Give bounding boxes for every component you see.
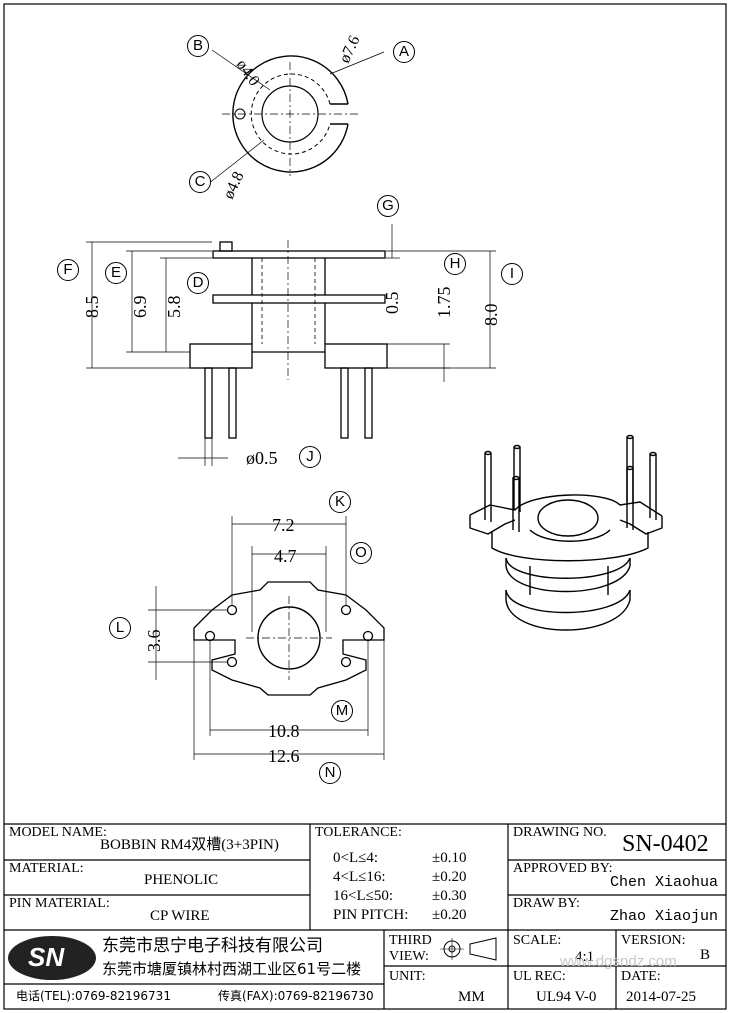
callout-l: L — [109, 617, 131, 639]
dim-base-width-inner: 10.8 — [268, 721, 300, 741]
drawing-no: SN-0402 — [622, 831, 709, 857]
version-value: B — [700, 947, 711, 963]
draw-by: Zhao Xiaojun — [610, 908, 719, 925]
approved-by-label: APPROVED BY: — [513, 861, 613, 876]
company-tel: 电话(TEL):0769-82196731 — [16, 989, 171, 1003]
dim-top-slot-dia: ø4.8 — [220, 169, 247, 202]
callout-n: N — [319, 762, 341, 784]
version-label: VERSION: — [621, 933, 686, 948]
side-view — [189, 240, 388, 439]
ul-rec-value: UL94 V-0 — [536, 989, 597, 1005]
model-name-label: MODEL NAME: — [9, 825, 107, 840]
date-value: 2014-07-25 — [626, 989, 696, 1005]
ul-rec-label: UL REC: — [513, 969, 566, 984]
dim-mid-flange-height: 5.8 — [164, 296, 184, 319]
callout-m: M — [331, 700, 353, 722]
unit-label: UNIT: — [389, 969, 426, 984]
tolerance-value-1: ±0.10 — [432, 850, 467, 866]
third-view-label-2: VIEW: — [389, 949, 429, 964]
dim-flange-thickness: 0.5 — [382, 292, 402, 315]
draw-by-label: DRAW BY: — [513, 896, 580, 911]
material-label: MATERIAL: — [9, 861, 84, 876]
dim-flange-height: 6.9 — [130, 296, 150, 319]
tolerance-range-1: 0<L≤4: — [333, 850, 379, 866]
callout-e: E — [105, 262, 127, 284]
tolerance-value-4: ±0.20 — [432, 907, 467, 923]
company-name: 东莞市思宁电子科技有限公司 — [102, 936, 323, 956]
dim-base-width-outer: 12.6 — [268, 746, 300, 766]
scale-value: 4:1 — [575, 949, 595, 965]
dim-pin-row-pitch: 3.6 — [144, 630, 164, 653]
dim-pin-span-outer: 7.2 — [272, 515, 295, 535]
bottom-view — [193, 581, 385, 696]
date-label: DATE: — [621, 969, 661, 984]
tolerance-value-3: ±0.30 — [432, 888, 467, 904]
dim-overall-height: 8.5 — [82, 296, 102, 319]
sn-logo-text: SN — [28, 942, 65, 972]
material: PHENOLIC — [144, 872, 219, 888]
model-name: BOBBIN RM4双槽(3+3PIN) — [100, 837, 279, 853]
callout-h: H — [444, 253, 466, 275]
tolerance-range-2: 4<L≤16: — [333, 869, 386, 885]
dim-top-outer-dia: ø7.6 — [336, 33, 363, 66]
callout-j: J — [299, 446, 321, 468]
dim-body-height: 8.0 — [481, 304, 501, 327]
tolerance-range-4: PIN PITCH: — [333, 907, 409, 923]
dim-pin-span-inner: 4.7 — [274, 546, 297, 566]
tolerance-value-2: ±0.20 — [432, 869, 467, 885]
watermark: www.dgsndz.com — [560, 953, 677, 970]
callout-k: K — [329, 491, 351, 513]
callout-d: D — [187, 272, 209, 294]
top-view — [207, 49, 385, 185]
company-fax: 传真(FAX):0769-82196730 — [218, 989, 374, 1003]
pin-material: CP WIRE — [150, 908, 210, 924]
third-view-label-1: THIRD — [389, 933, 432, 948]
scale-label: SCALE: — [513, 933, 562, 948]
unit-value: MM — [458, 989, 485, 1005]
pin-material-label: PIN MATERIAL: — [9, 896, 110, 911]
callout-c: C — [189, 171, 211, 193]
callout-f: F — [57, 259, 79, 281]
tolerance-range-3: 16<L≤50: — [333, 888, 394, 904]
side-dimension-lines — [86, 224, 496, 466]
callout-i: I — [501, 263, 523, 285]
tolerance-label: TOLERANCE: — [315, 825, 402, 840]
bottom-dimension-lines — [148, 516, 385, 760]
callout-o: O — [350, 542, 372, 564]
company-address: 东莞市塘厦镇林村西湖工业区61号二楼 — [102, 960, 362, 978]
approved-by: Chen Xiaohua — [610, 874, 719, 891]
callout-g: G — [377, 195, 399, 217]
isometric-view — [469, 434, 663, 631]
drawing-no-label: DRAWING NO. — [513, 825, 607, 840]
callout-a: A — [393, 41, 415, 63]
dim-top-inner-dia: ø4.0 — [233, 57, 263, 90]
dim-pin-dia: ø0.5 — [246, 448, 278, 468]
callout-b: B — [187, 35, 209, 57]
dim-base-height: 1.75 — [434, 287, 454, 319]
